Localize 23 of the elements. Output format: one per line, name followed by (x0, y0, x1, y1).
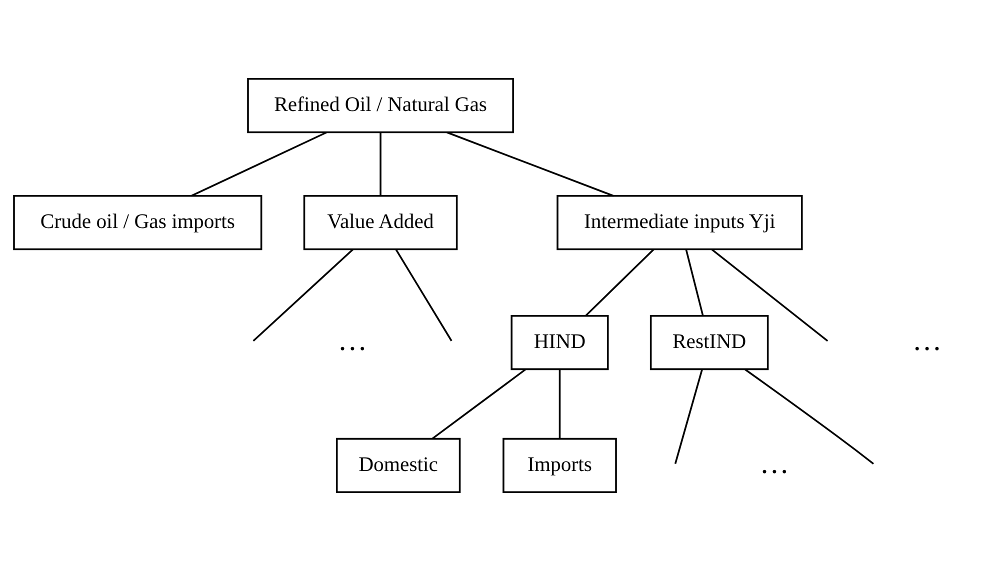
connector (252, 248, 354, 342)
connector (380, 132, 382, 196)
connector (558, 369, 561, 439)
node-box: Refined Oil / Natural Gas (247, 78, 514, 134)
node-box: Domestic (336, 438, 461, 493)
connector (432, 368, 526, 440)
node-box: HIND (510, 315, 609, 370)
connector (446, 132, 614, 197)
node-box: RestIND (650, 315, 769, 370)
connector (744, 368, 874, 464)
connector (585, 248, 654, 316)
connector (711, 248, 828, 342)
connector (395, 248, 452, 342)
node-box: Imports (502, 438, 617, 493)
node-box: Value Added (303, 195, 458, 250)
label: … (912, 324, 942, 357)
label: … (760, 448, 790, 480)
connector (685, 249, 704, 316)
label: … (338, 324, 368, 357)
connector (674, 369, 703, 464)
node-box: Crude oil / Gas imports (13, 195, 262, 250)
node-box: Intermediate inputs Yji (556, 195, 803, 250)
connector (191, 132, 327, 197)
